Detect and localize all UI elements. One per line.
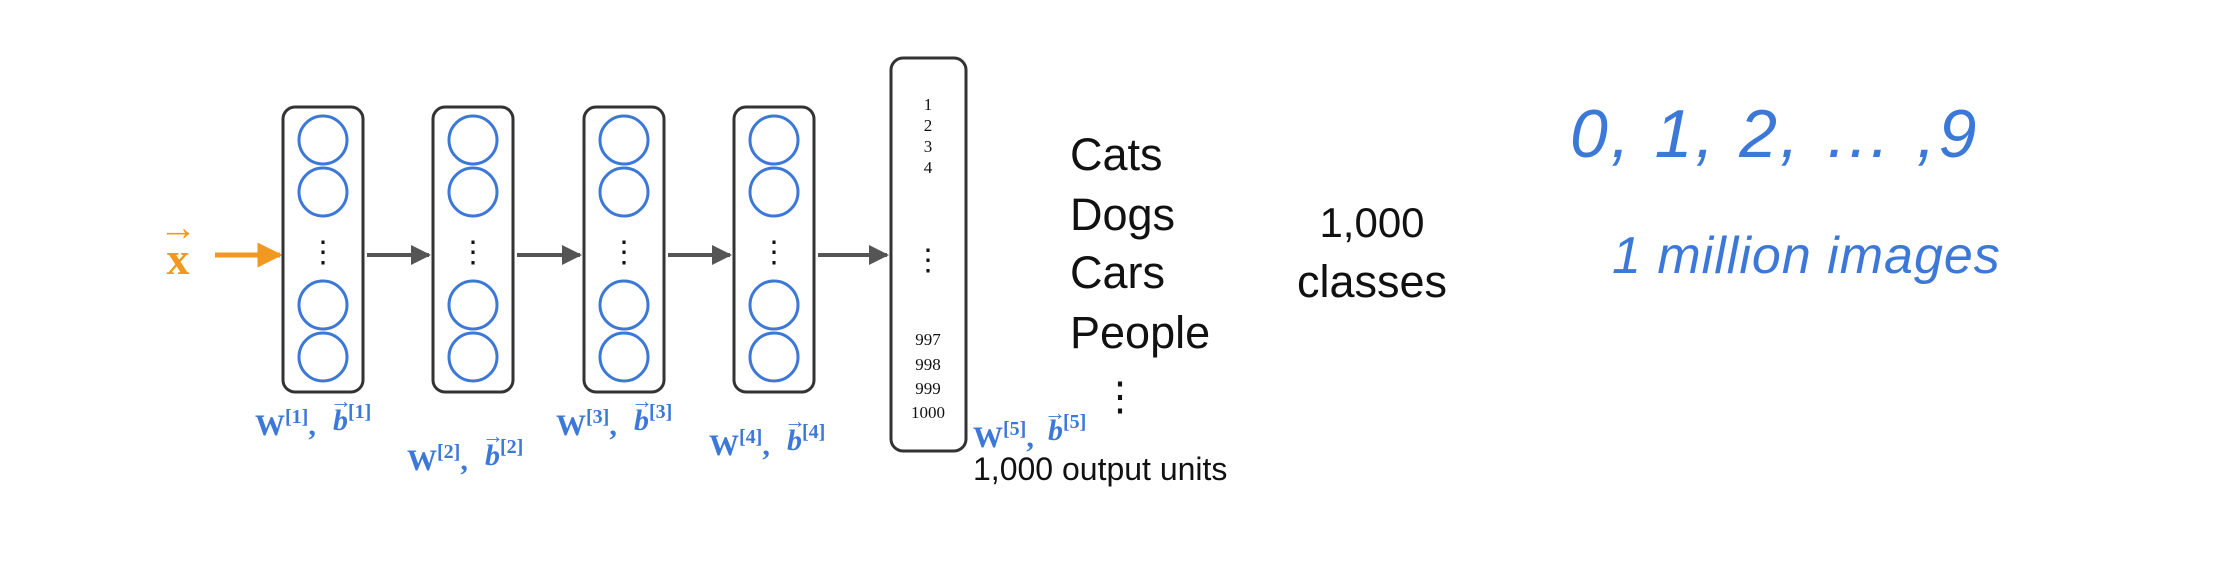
hidden-layers: ⋮W[1],→b[1]⋮W[2],→b[2]⋮W[3],→b[3]⋮W[4],→… <box>255 105 889 477</box>
w2-comma: , <box>460 444 468 477</box>
neuron-icon <box>447 166 499 218</box>
b3-superscript: [3] <box>649 401 672 423</box>
w5-superscript: [5] <box>1003 418 1026 440</box>
neuron-icon <box>447 114 499 166</box>
w3-label: W[3], <box>556 406 617 442</box>
w4-comma: , <box>762 429 770 462</box>
w3-comma: , <box>609 409 617 442</box>
neuron-icon <box>447 331 499 383</box>
output-layer: 1 2 3 4 ⋮ 997 998 999 1000 <box>889 56 968 453</box>
output-layer-box <box>889 56 968 453</box>
class-examples: Cats Dogs Cars People ⋮ <box>1070 129 1210 419</box>
neuron-icon <box>748 166 800 218</box>
neuron-icon <box>748 279 800 331</box>
b3-letter: b <box>634 404 649 437</box>
w2-superscript: [2] <box>437 441 460 463</box>
b5-vector-arrow: → <box>1044 400 1066 425</box>
b5-letter: b <box>1048 414 1063 447</box>
class-count-label: classes <box>1297 256 1447 307</box>
b5-label: b[5] <box>1048 411 1086 447</box>
w1-comma: , <box>308 409 316 442</box>
class-count: 1,000 classes <box>1297 199 1447 307</box>
b5-superscript: [5] <box>1063 411 1086 433</box>
w1-letter: W <box>255 409 285 442</box>
w5-comma: , <box>1026 421 1034 454</box>
layer-3-box <box>582 105 666 394</box>
b1-vector-arrow: → <box>330 388 352 413</box>
output-label-999: 999 <box>915 379 941 398</box>
output-label-998: 998 <box>915 355 941 374</box>
neuron-icon <box>297 331 349 383</box>
w4-superscript: [4] <box>739 426 762 448</box>
b2-superscript: [2] <box>500 436 523 458</box>
w2-label: W[2], <box>407 441 468 477</box>
layer-4-box <box>732 105 816 394</box>
output-ellipsis: ⋮ <box>913 244 943 277</box>
class-people: People <box>1070 307 1210 358</box>
b2-label: b[2] <box>485 436 523 472</box>
hidden-layer-4: ⋮W[4],→b[4] <box>709 105 889 462</box>
b4-superscript: [4] <box>802 421 825 443</box>
layer-3-ellipsis: ⋮ <box>609 236 639 269</box>
handwritten-images: 1 million images <box>1612 227 2001 285</box>
b2-letter: b <box>485 439 500 472</box>
neuron-icon <box>598 279 650 331</box>
w5-letter: W <box>973 421 1003 454</box>
layer-4-ellipsis: ⋮ <box>759 236 789 269</box>
w2-letter: W <box>407 444 437 477</box>
b3-vector-arrow: → <box>631 388 653 413</box>
w5-label: W[5], <box>973 418 1034 454</box>
class-cars: Cars <box>1070 247 1165 298</box>
handwritten-digits: 0, 1, 2, … ,9 <box>1570 96 1979 172</box>
neuron-icon <box>297 166 349 218</box>
neuron-icon <box>748 114 800 166</box>
neuron-icon <box>598 114 650 166</box>
w1-superscript: [1] <box>285 406 308 428</box>
class-ellipsis: ⋮ <box>1100 375 1140 419</box>
b1-letter: b <box>333 404 348 437</box>
layer-1-box <box>281 105 365 394</box>
input-x-symbol: x <box>167 233 190 284</box>
neuron-icon <box>748 331 800 383</box>
layer-2-ellipsis: ⋮ <box>458 236 488 269</box>
output-label-1: 1 <box>924 95 933 114</box>
output-label-997: 997 <box>915 330 941 349</box>
w3-superscript: [3] <box>586 406 609 428</box>
hidden-layer-3: ⋮W[3],→b[3] <box>556 105 732 442</box>
b1-label: b[1] <box>333 401 371 437</box>
output-label-3: 3 <box>924 137 933 156</box>
class-cats: Cats <box>1070 129 1163 180</box>
b2-vector-arrow: → <box>482 423 504 448</box>
class-dogs: Dogs <box>1070 189 1175 240</box>
input-x: → x <box>159 207 197 284</box>
b4-vector-arrow: → <box>784 408 806 433</box>
input-vector-arrow: → <box>159 207 197 249</box>
w4-label: W[4], <box>709 426 770 462</box>
handwritten-notes: 0, 1, 2, … ,9 1 million images <box>1570 96 2001 285</box>
w3-letter: W <box>556 409 586 442</box>
hidden-layer-2: ⋮W[2],→b[2] <box>407 105 582 477</box>
class-count-number: 1,000 <box>1319 199 1424 246</box>
output-label-4: 4 <box>924 158 933 177</box>
output-label-2: 2 <box>924 116 933 135</box>
layer-2-box <box>431 105 515 394</box>
b3-label: b[3] <box>634 401 672 437</box>
neuron-icon <box>447 279 499 331</box>
b4-label: b[4] <box>787 421 825 457</box>
output-layer-params: W[5], → b[5] 1,000 output units <box>973 400 1227 487</box>
b1-superscript: [1] <box>348 401 371 423</box>
neuron-icon <box>297 114 349 166</box>
w4-letter: W <box>709 429 739 462</box>
neuron-icon <box>297 279 349 331</box>
b4-letter: b <box>787 424 802 457</box>
hidden-layer-1: ⋮W[1],→b[1] <box>255 105 431 442</box>
neuron-icon <box>598 166 650 218</box>
output-label-1000: 1000 <box>911 403 945 422</box>
neuron-icon <box>598 331 650 383</box>
output-units-caption: 1,000 output units <box>973 451 1227 487</box>
w1-label: W[1], <box>255 406 316 442</box>
layer-1-ellipsis: ⋮ <box>308 236 338 269</box>
